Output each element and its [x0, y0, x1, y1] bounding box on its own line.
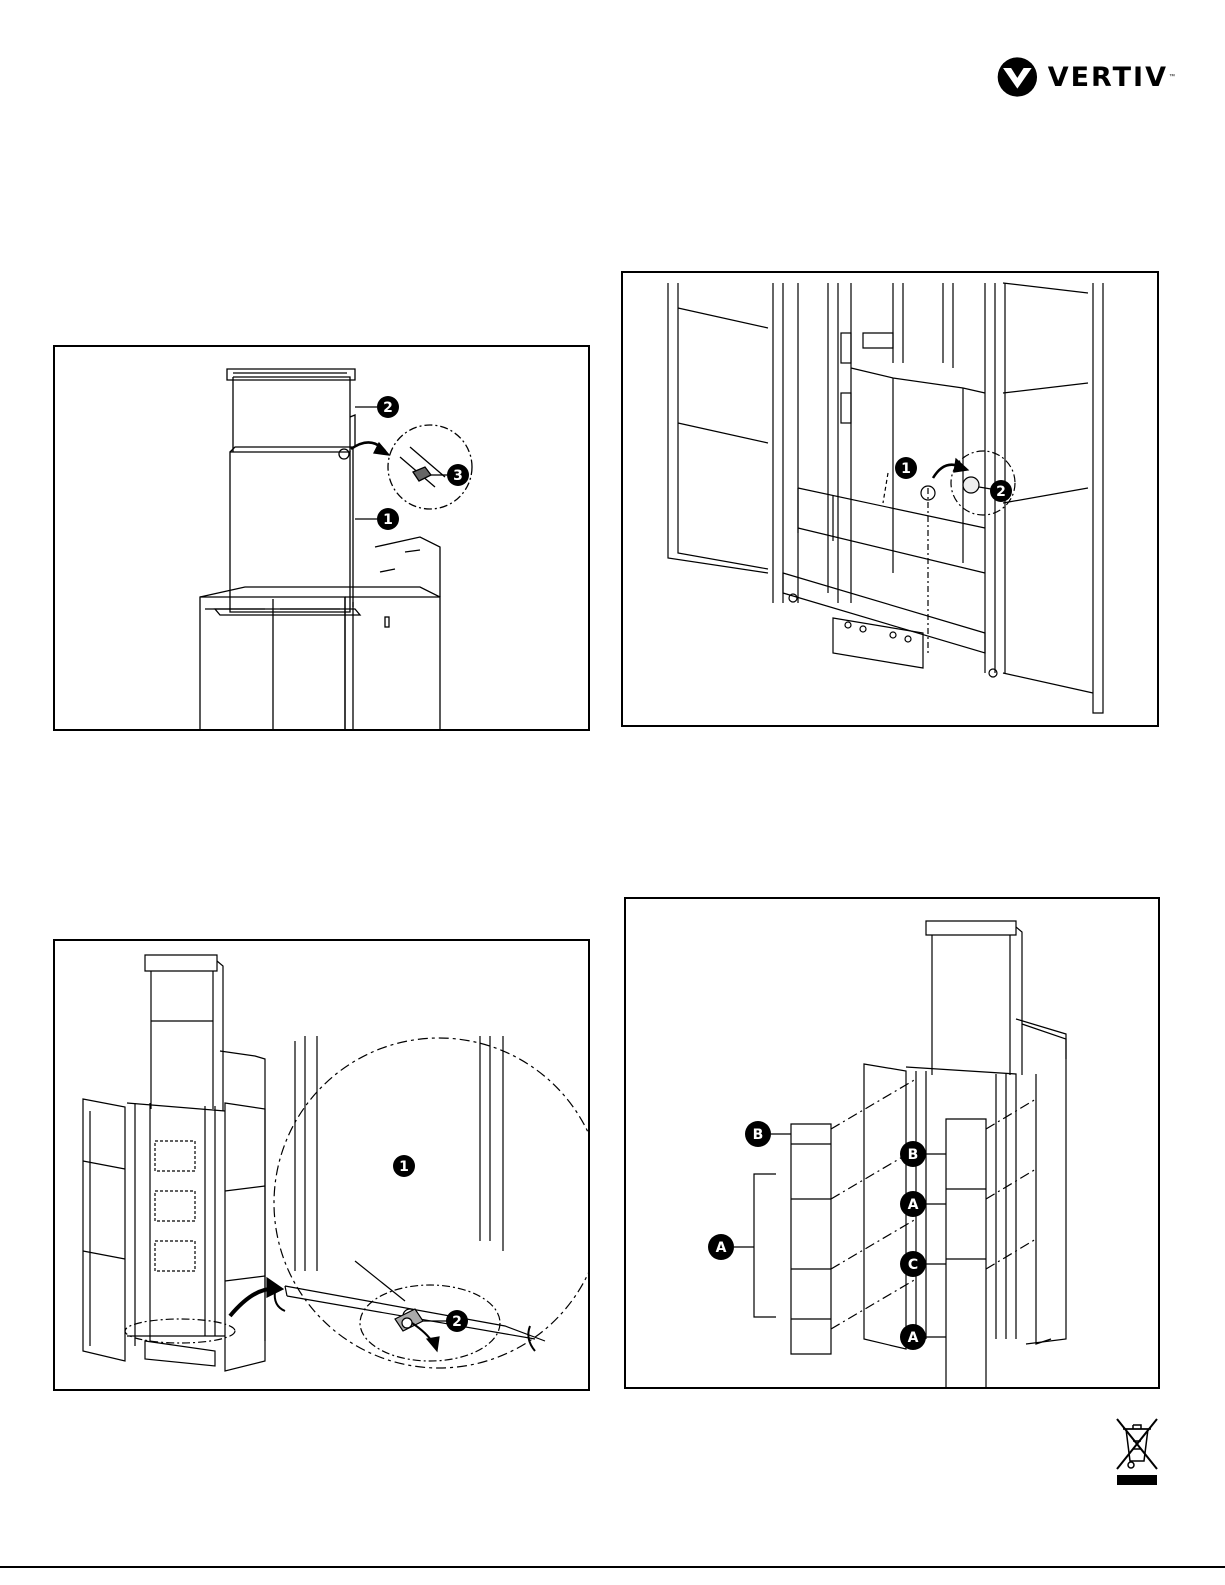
- svg-text:1: 1: [399, 1159, 409, 1175]
- svg-text:3: 3: [453, 468, 463, 484]
- vertiv-chevron-icon: [995, 54, 1040, 100]
- svg-text:B: B: [753, 1127, 764, 1143]
- brand-name: VERTIV: [1048, 62, 1168, 93]
- figure-rack-frame-bracket: 1 2: [621, 271, 1159, 727]
- vertiv-logo: VERTIV ™: [995, 52, 1175, 102]
- rack-frame-illustration: 1 2: [623, 273, 1159, 727]
- svg-text:A: A: [908, 1197, 919, 1213]
- svg-text:A: A: [716, 1240, 727, 1256]
- svg-text:2: 2: [996, 484, 1006, 500]
- figure-rack-bracket-zoom: 1 2: [53, 939, 590, 1391]
- brand-tm: ™: [1169, 74, 1175, 80]
- weee-crossed-bin-icon: [1113, 1415, 1161, 1489]
- callout-label: 2: [383, 400, 393, 416]
- figure-chimney-install: 2 3 1: [53, 345, 590, 731]
- svg-text:C: C: [908, 1257, 918, 1273]
- svg-text:B: B: [908, 1147, 919, 1163]
- filler-panels-illustration: B A B A C A: [626, 899, 1160, 1389]
- figure-filler-panels: B A B A C A: [624, 897, 1160, 1389]
- callout-badges: 2 3 1: [377, 396, 469, 530]
- svg-text:2: 2: [452, 1314, 462, 1330]
- svg-text:1: 1: [383, 512, 393, 528]
- svg-text:A: A: [908, 1330, 919, 1346]
- svg-text:1: 1: [901, 461, 911, 477]
- chimney-illustration: 2 3 1: [55, 347, 590, 731]
- footer-rule: [0, 1566, 1225, 1568]
- rack-bracket-illustration: 1 2: [55, 941, 590, 1391]
